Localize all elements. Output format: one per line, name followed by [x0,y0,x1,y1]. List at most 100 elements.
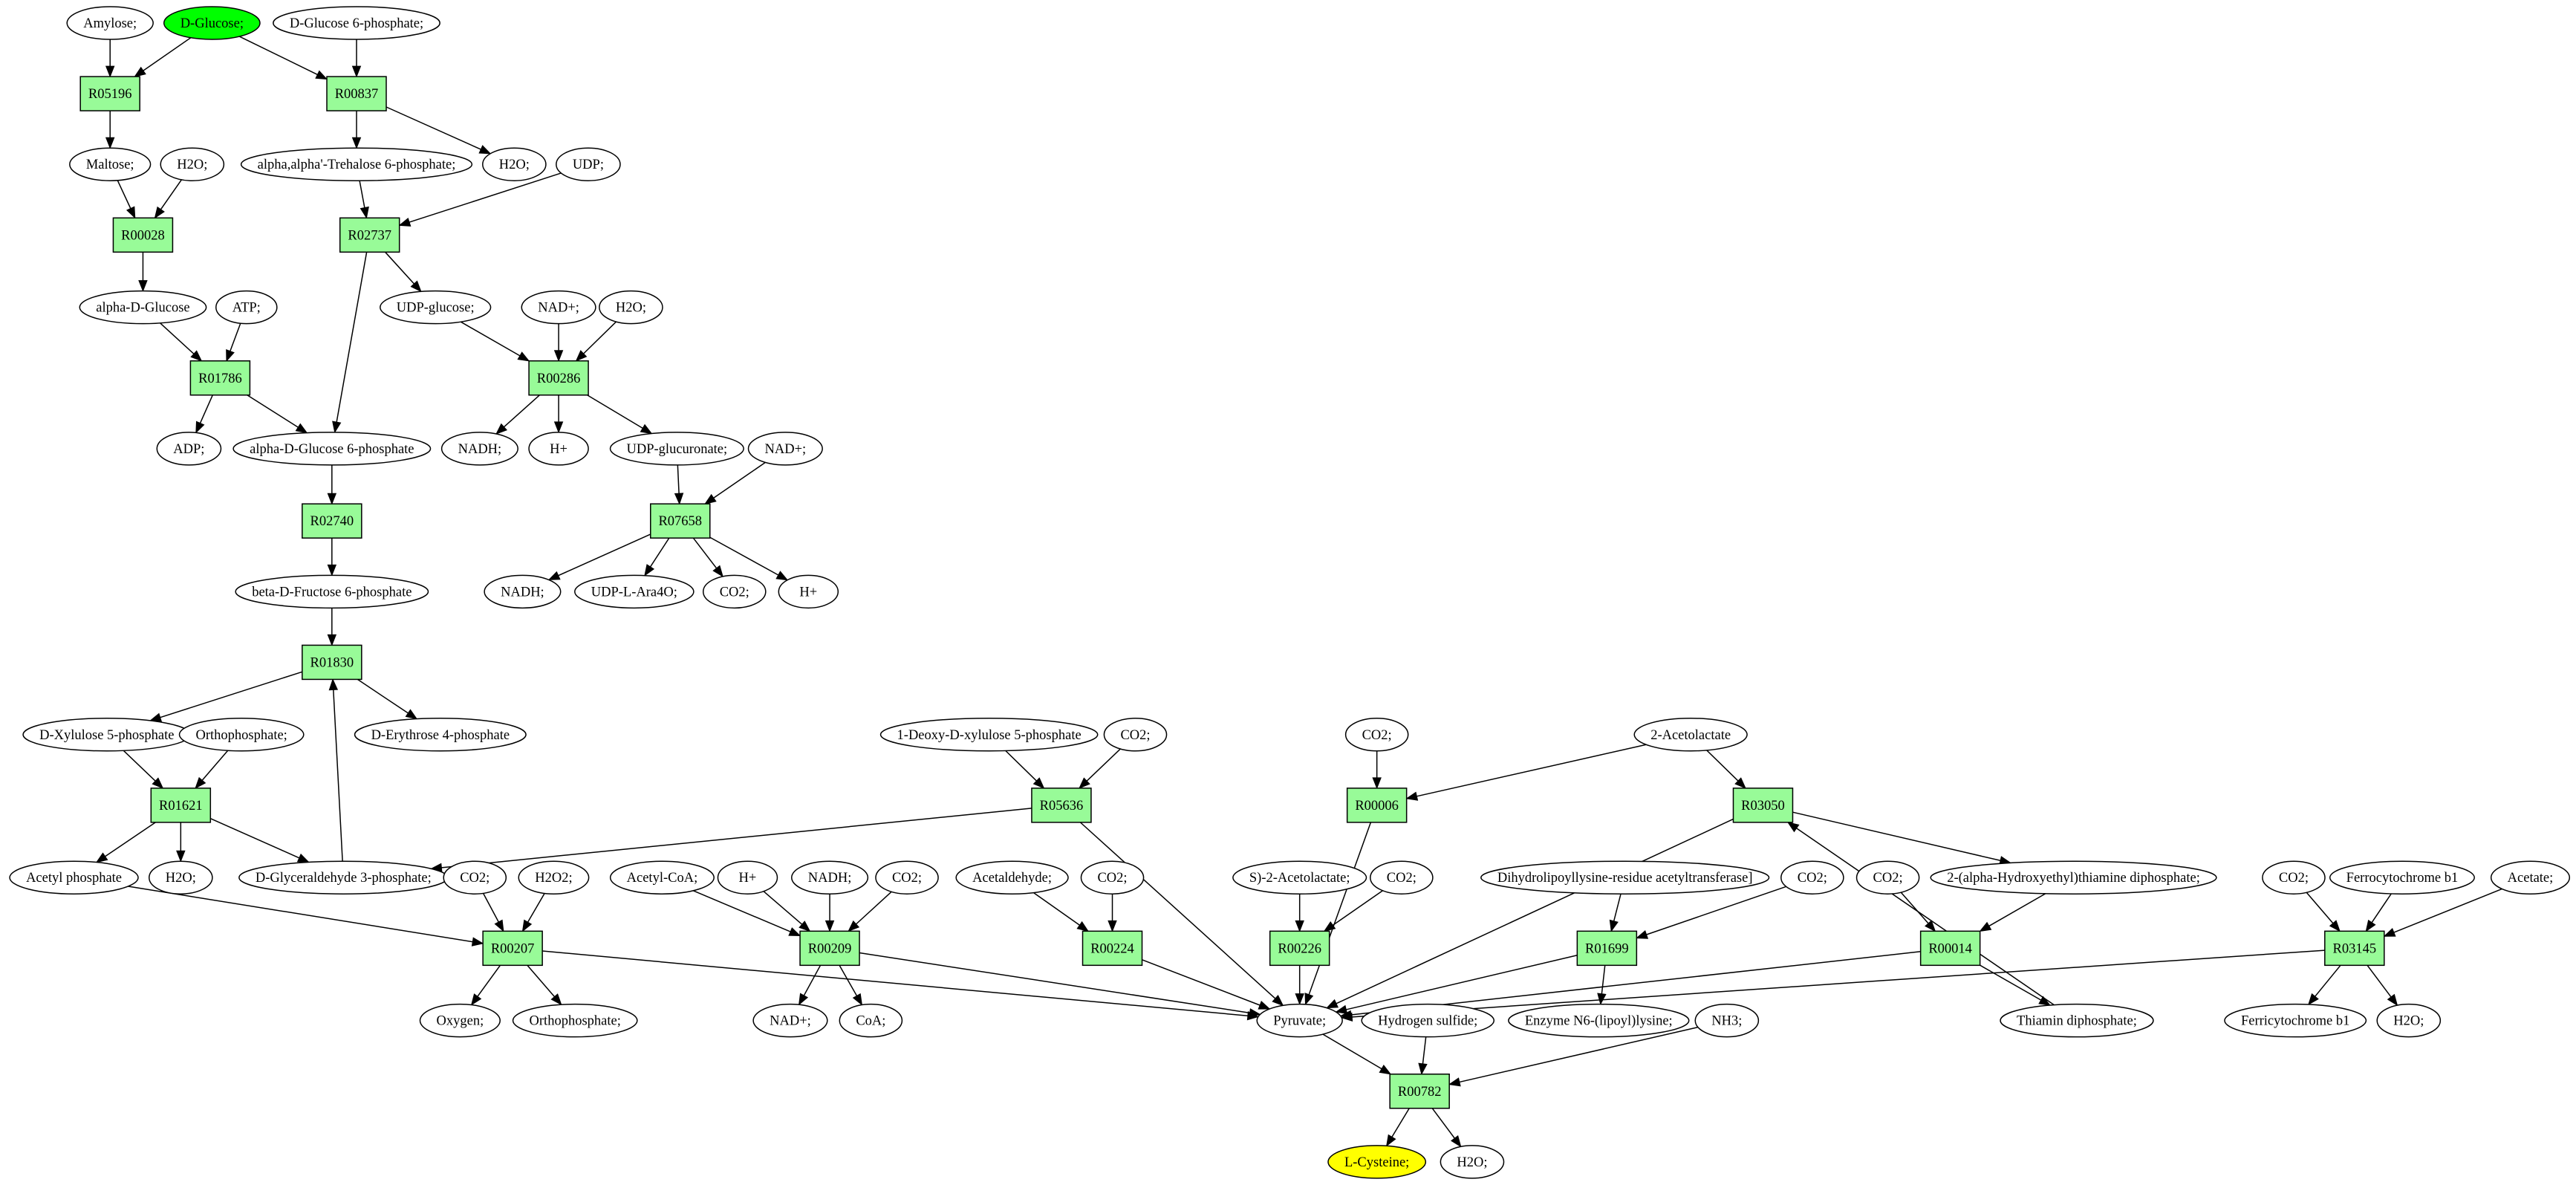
reaction-node-r00028[interactable]: R00028 [112,217,174,253]
compound-node-h2o[interactable]: H2O; [160,147,225,181]
compound-node-thiamin-diphosphate[interactable]: Thiamin diphosphate; [2000,1003,2154,1038]
compound-node-h2o2[interactable]: H2O2; [518,860,590,895]
reaction-node-r03050[interactable]: R03050 [1732,788,1794,823]
compound-node-udp-l-ara4o[interactable]: UDP-L-Ara4O; [574,574,695,609]
compound-node-1-deoxy-d-xylulose-5-phosphate[interactable]: 1-Deoxy-D-xylulose 5-phosphate [879,718,1099,752]
compound-node-h[interactable]: H+ [717,860,778,895]
compound-node-ferrocytochrome-b1[interactable]: Ferrocytochrome b1 [2329,860,2475,895]
compound-node-maltose[interactable]: Maltose; [69,147,152,181]
reaction-box [1269,930,1330,967]
arrowhead [327,634,337,646]
reaction-node-r02737[interactable]: R02737 [339,217,400,253]
reaction-node-r02740[interactable]: R02740 [302,503,362,539]
compound-node-hydrogen-sulfide[interactable]: Hydrogen sulfide; [1361,1003,1495,1038]
compound-node-d-glucose[interactable]: D-Glucose; [163,6,261,40]
compound-node-l-cysteine[interactable]: L-Cysteine; [1327,1145,1427,1179]
compound-node-dihydrolipoyllysine-residue-acetyltransferase[interactable]: Dihydrolipoyllysine-residue acetyltransf… [1480,860,1770,895]
compound-node-co2[interactable]: CO2; [1344,718,1409,752]
compound-node-co2[interactable]: CO2; [443,860,507,895]
compound-node-acetyl-coa[interactable]: Acetyl-CoA; [609,860,715,895]
reaction-node-r01830[interactable]: R01830 [302,644,362,681]
edge-r01786-to-c_adg6p [247,395,299,428]
compound-node-h2o[interactable]: H2O; [149,860,213,895]
reaction-node-r00006[interactable]: R00006 [1346,788,1408,823]
compound-node-2-acetolactate[interactable]: 2-Acetolactate [1633,718,1748,752]
compound-node-h[interactable]: H+ [528,432,589,466]
compound-node-s-2-acetolactate[interactable]: S)-2-Acetolactate; [1232,860,1367,895]
arrowhead [360,206,369,219]
compound-node-nh3[interactable]: NH3; [1694,1003,1760,1038]
compound-node-nadh[interactable]: NADH; [440,432,518,466]
compound-node-co2[interactable]: CO2; [1780,860,1844,895]
compound-node-co2[interactable]: CO2; [1855,860,1920,895]
reaction-node-r00286[interactable]: R00286 [528,360,589,396]
compound-node-udp-glucuronate[interactable]: UDP-glucuronate; [609,432,744,466]
compound-node-enzyme-n6-lipoyl-lysine[interactable]: Enzyme N6-(lipoyl)lysine; [1508,1003,1690,1038]
compound-node-orthophosphate[interactable]: Orthophosphate; [178,718,305,752]
compound-node-atp[interactable]: ATP; [215,290,278,325]
compound-node-alpha-alpha-trehalose-6-phosphate[interactable]: alpha,alpha'-Trehalose 6-phosphate; [240,147,473,181]
compound-node-acetyl-phosphate[interactable]: Acetyl phosphate [9,860,139,895]
compound-node-adp[interactable]: ADP; [156,432,222,466]
compound-node-co2[interactable]: CO2; [1103,718,1168,752]
reaction-node-r05636[interactable]: R05636 [1031,788,1092,823]
compound-node-h2o[interactable]: H2O; [2376,1003,2442,1038]
compound-node-acetate[interactable]: Acetate; [2490,860,2571,895]
compound-node-alpha-d-glucose-6-phosphate[interactable]: alpha-D-Glucose 6-phosphate [232,432,432,466]
compound-node-ferricytochrome-b1[interactable]: Ferricytochrome b1 [2224,1003,2367,1038]
reaction-node-r00226[interactable]: R00226 [1269,930,1330,967]
reaction-node-r05196[interactable]: R05196 [79,76,140,111]
compound-node-co2[interactable]: CO2; [1370,860,1434,895]
compound-node-2-alpha-hydroxyethyl-thiamine-diphosphate[interactable]: 2-(alpha-Hydroxyethyl)thiamine diphospha… [1930,860,2217,895]
compound-ellipse [1633,718,1748,752]
compound-node-beta-d-fructose-6-phosphate[interactable]: beta-D-Fructose 6-phosphate [235,574,429,609]
edge-r07658-to-c_h_b [709,536,779,576]
compound-node-udp[interactable]: UDP; [556,147,621,181]
compound-node-nad[interactable]: NAD+; [752,1003,828,1038]
reaction-node-r01786[interactable]: R01786 [189,360,251,396]
compound-node-orthophosphate[interactable]: Orthophosphate; [512,1003,638,1038]
compound-label: H2O; [166,871,196,886]
compound-node-oxygen[interactable]: Oxygen; [419,1003,501,1038]
compound-node-co2[interactable]: CO2; [2262,860,2326,895]
compound-node-d-glucose-6-phosphate[interactable]: D-Glucose 6-phosphate; [273,6,440,40]
reaction-node-r00782[interactable]: R00782 [1389,1074,1450,1109]
compound-node-h[interactable]: H+ [778,574,839,609]
arrowhead [1451,1134,1462,1148]
compound-node-udp-glucose[interactable]: UDP-glucose; [380,290,492,325]
compound-node-nadh[interactable]: NADH; [484,574,562,609]
compound-node-nadh[interactable]: NADH; [791,860,869,895]
compound-node-nad[interactable]: NAD+; [747,432,823,466]
reaction-node-r00014[interactable]: R00014 [1919,930,1981,967]
compound-node-amylose[interactable]: Amylose; [66,6,154,40]
compound-node-co2[interactable]: CO2; [1080,860,1145,895]
compound-node-alpha-d-glucose[interactable]: alpha-D-Glucose [79,290,207,325]
reaction-node-r03145[interactable]: R03145 [2324,930,2385,967]
compound-node-pyruvate[interactable]: Pyruvate; [1256,1003,1343,1038]
compound-node-co2[interactable]: CO2; [702,574,767,609]
reaction-node-r00207[interactable]: R00207 [482,930,543,967]
compound-node-co2[interactable]: CO2; [875,860,939,895]
compound-node-coa[interactable]: CoA; [839,1003,903,1038]
reaction-node-r01699[interactable]: R01699 [1576,930,1638,967]
compound-node-nad[interactable]: NAD+; [521,290,596,325]
reaction-node-r07658[interactable]: R07658 [650,503,711,539]
compound-ellipse [354,718,527,752]
arrowhead [553,350,564,363]
compound-node-d-erythrose-4-phosphate[interactable]: D-Erythrose 4-phosphate [354,718,527,752]
compound-label: Hydrogen sulfide; [1378,1014,1477,1029]
compound-node-h2o[interactable]: H2O; [482,147,547,181]
reaction-label: R01786 [198,371,242,386]
reaction-node-r00224[interactable]: R00224 [1082,930,1143,967]
compound-label: ATP; [232,301,261,316]
compound-node-h2o[interactable]: H2O; [599,290,663,325]
compound-node-d-glyceraldehyde-3-phosphate[interactable]: D-Glyceraldehyde 3-phosphate; [238,860,449,895]
reaction-node-r00209[interactable]: R00209 [799,930,860,967]
reaction-node-r01621[interactable]: R01621 [150,788,212,823]
arrowhead [1335,1004,1348,1014]
compound-node-acetaldehyde[interactable]: Acetaldehyde; [955,860,1069,895]
compound-node-d-xylulose-5-phosphate[interactable]: D-Xylulose 5-phosphate [22,718,192,752]
compound-label: CO2; [460,871,489,886]
reaction-node-r00837[interactable]: R00837 [326,76,387,111]
compound-node-h2o[interactable]: H2O; [1440,1145,1505,1179]
